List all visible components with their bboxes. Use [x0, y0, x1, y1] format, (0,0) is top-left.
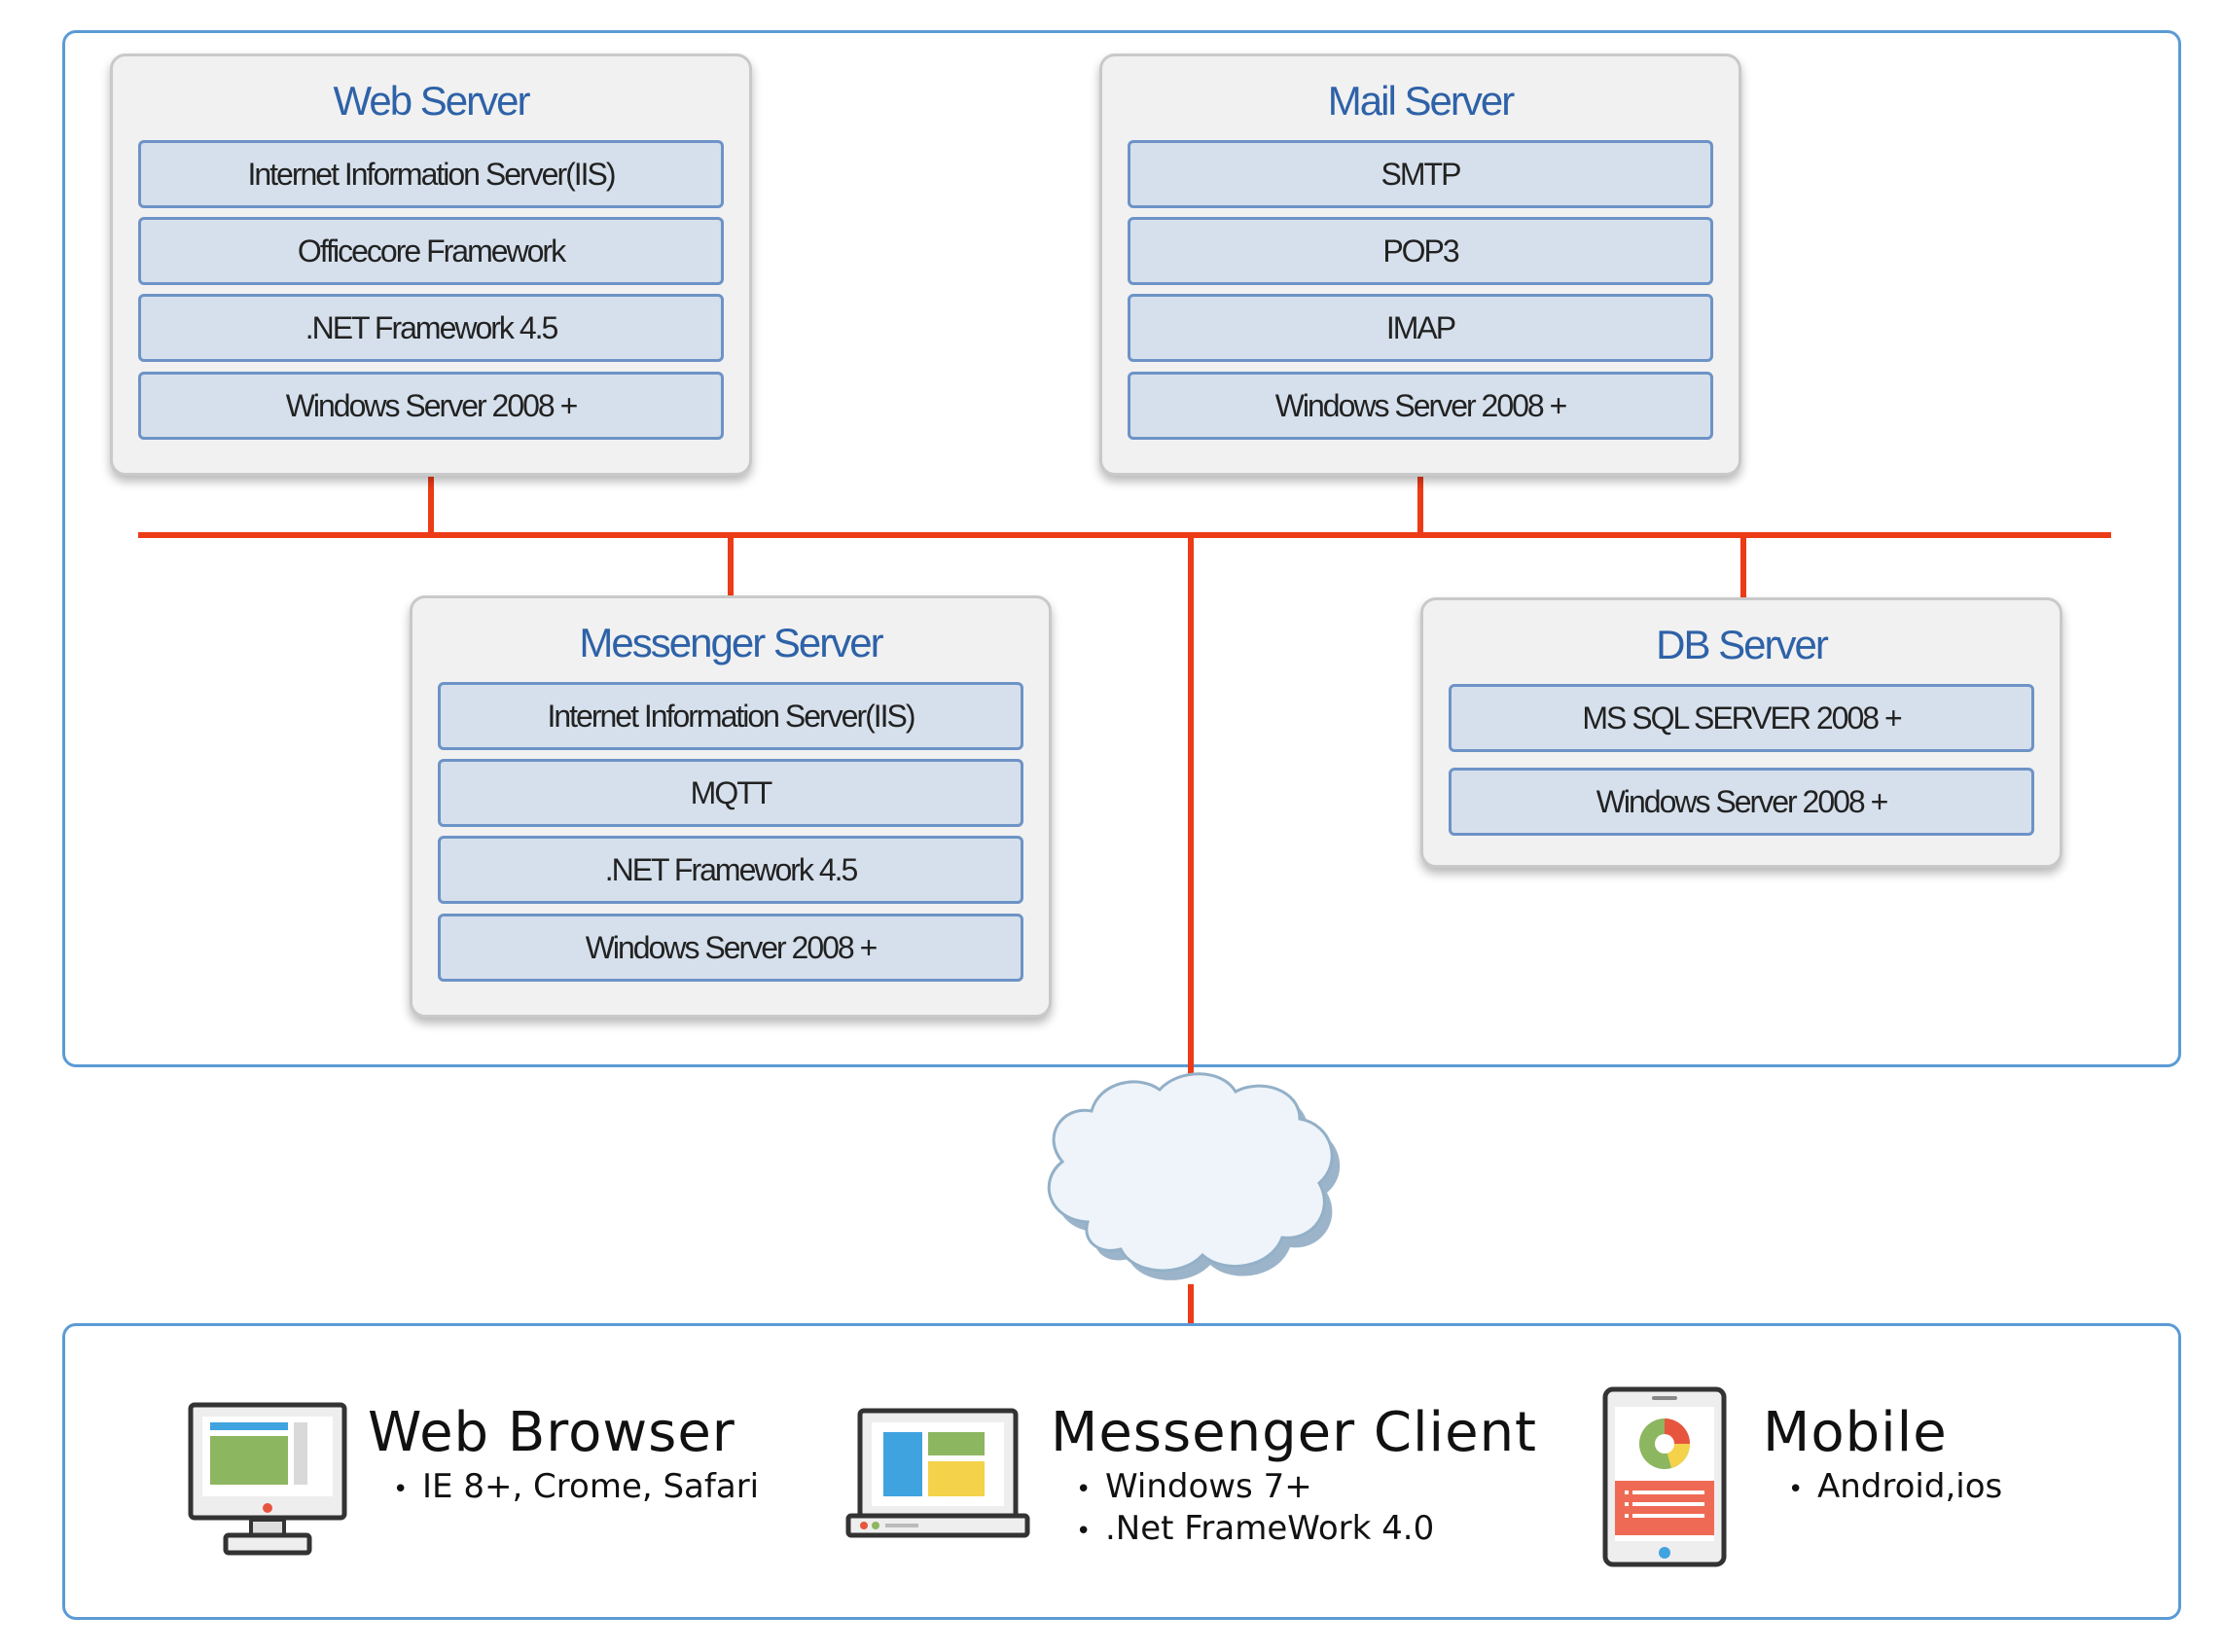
mail-server-box: Mail Server SMTP POP3 IMAP Windows Serve…: [1099, 54, 1741, 476]
messenger-server-layer-dotnet: .NET Framework 4.5: [438, 836, 1023, 904]
db-server-box: DB Server MS SQL SERVER 2008 + Windows S…: [1420, 597, 2062, 868]
laptop-icon: [845, 1408, 1030, 1538]
list-item: •.Net FrameWork 4.0: [1076, 1509, 1435, 1548]
db-server-layer-os: Windows Server 2008 +: [1449, 768, 2034, 836]
messenger-client-requirements: •Windows 7+ •.Net FrameWork 4.0: [1076, 1467, 1434, 1551]
web-server-layer-dotnet: .NET Framework 4.5: [138, 294, 724, 362]
network-lines: [138, 477, 2111, 1323]
mail-server-layer-pop3: POP3: [1128, 217, 1713, 285]
db-server-layer-sql: MS SQL SERVER 2008 +: [1449, 684, 2034, 752]
mail-server-layer-os: Windows Server 2008 +: [1128, 372, 1713, 440]
list-item: •Android,ios: [1788, 1467, 2003, 1506]
web-server-layer-os: Windows Server 2008 +: [138, 372, 724, 440]
web-browser-title: Web Browser: [368, 1401, 735, 1464]
messenger-server-layer-mqtt: MQTT: [438, 759, 1023, 827]
web-browser-requirements: •IE 8+, Crome, Safari: [393, 1467, 759, 1509]
client-zone-frame: [62, 1323, 2181, 1620]
mobile-title: Mobile: [1763, 1401, 1948, 1464]
list-item: •IE 8+, Crome, Safari: [393, 1467, 760, 1506]
web-server-layer-iis: Internet Information Server(IIS): [138, 140, 724, 208]
messenger-client-title: Messenger Client: [1051, 1401, 1538, 1464]
mail-server-layer-smtp: SMTP: [1128, 140, 1713, 208]
db-server-title: DB Server: [1656, 622, 1829, 667]
web-server-title: Web Server: [333, 78, 531, 124]
messenger-server-title: Messenger Server: [579, 620, 883, 665]
tablet-icon: [1602, 1386, 1727, 1567]
web-server-box: Web Server Internet Information Server(I…: [110, 54, 752, 476]
mail-server-layer-imap: IMAP: [1128, 294, 1713, 362]
web-server-layer-framework: Officecore Framework: [138, 217, 724, 285]
desktop-monitor-icon: [188, 1402, 347, 1556]
mobile-requirements: •Android,ios: [1788, 1467, 2002, 1509]
messenger-server-box: Messenger Server Internet Information Se…: [410, 595, 1052, 1018]
messenger-server-layer-os: Windows Server 2008 +: [438, 914, 1023, 982]
list-item: •Windows 7+: [1076, 1467, 1312, 1506]
internet-cloud-icon: [1047, 1072, 1341, 1280]
messenger-server-layer-iis: Internet Information Server(IIS): [438, 682, 1023, 750]
mail-server-title: Mail Server: [1327, 78, 1515, 124]
